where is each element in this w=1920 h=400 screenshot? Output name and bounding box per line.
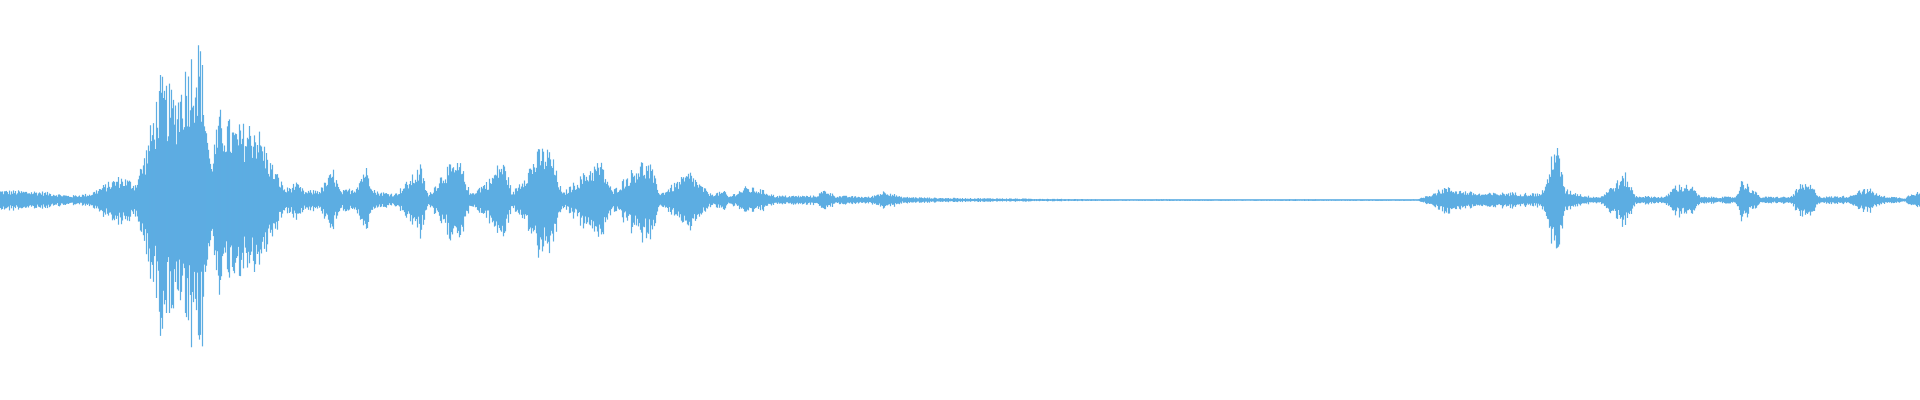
waveform-bars	[0, 45, 1920, 348]
